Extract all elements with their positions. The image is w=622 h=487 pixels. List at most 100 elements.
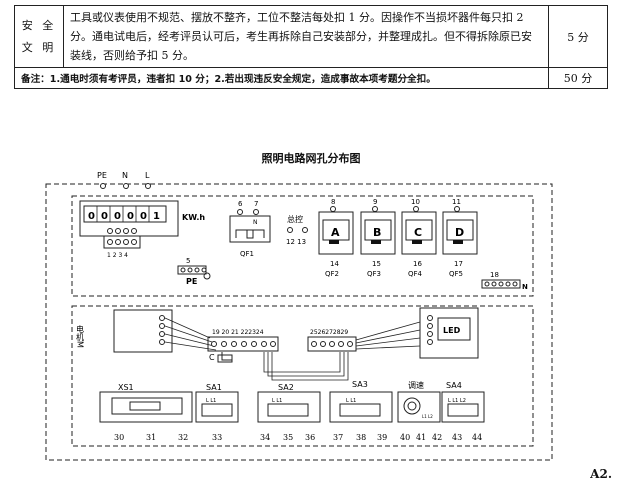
total-score-cell: 50 分 xyxy=(548,67,608,89)
main-switch-terminals: 12 13 xyxy=(286,238,306,246)
motor: 电机M xyxy=(76,309,217,353)
description-cell: 工具或仪表使用不规范、摆放不整齐，工位不整洁每处扣 1 分。因操作不当损坏器件每… xyxy=(63,5,549,68)
breaker-label: QF4 xyxy=(408,270,423,278)
device-terminal: 41 xyxy=(416,433,426,442)
device-label: XS1 xyxy=(118,383,134,392)
device-label: SA3 xyxy=(352,380,368,389)
device-xs1: XS1 30 31 32 xyxy=(99,383,193,442)
capacitor-label: C xyxy=(209,353,215,362)
main-switch: 总控 12 13 xyxy=(286,214,308,246)
device-terminal: 32 xyxy=(178,433,188,442)
device-sa1: SA1 L L1 33 xyxy=(195,383,239,442)
device-speed-control: 调速 L1 L2 40 41 42 xyxy=(397,381,442,442)
device-sa3: SA3 L L1 37 38 39 xyxy=(329,380,393,442)
breaker-top-terminal: 9 xyxy=(373,198,377,206)
n-bar: 18 N xyxy=(481,271,528,291)
device-terminal: 40 xyxy=(400,433,410,442)
breaker-bottom-terminal: 17 xyxy=(454,260,463,268)
wire-bundle xyxy=(263,352,349,381)
breaker-letter: C xyxy=(414,226,422,239)
table-row: 备注：1.通电时须有考评员，违者扣 10 分；2.若出现违反安全规定，造成事故本… xyxy=(14,67,608,89)
device-label: SA2 xyxy=(278,383,294,392)
breaker-label: QF2 xyxy=(325,270,339,278)
led-label: LED xyxy=(443,326,461,335)
meter-digit: 0 xyxy=(101,211,108,222)
device-terminal: 43 xyxy=(452,433,462,442)
device-sa4: SA4 L L1 L2 43 44 xyxy=(441,381,485,442)
device-marks: L L1 xyxy=(206,398,216,404)
qf1-terminal: 7 xyxy=(254,200,258,208)
meter-digit: 0 xyxy=(114,211,121,222)
breaker-bottom-terminal: 15 xyxy=(372,260,381,268)
pe-bar: 5 PE xyxy=(177,257,211,286)
energy-meter: 0 0 0 0 0 1 KW.h 1 2 3 4 xyxy=(79,200,205,259)
device-marks: L1 L2 xyxy=(422,414,433,419)
device-marks: L L1 xyxy=(272,398,282,404)
diagram-title: 照明电路网孔分布图 xyxy=(261,152,361,165)
meter-digit: 0 xyxy=(140,211,147,222)
breaker-top-terminal: 8 xyxy=(331,198,335,206)
led-lamp: LED xyxy=(419,307,479,359)
device-sa2: SA2 L L1 34 35 36 xyxy=(257,383,321,442)
device-terminal: 38 xyxy=(356,433,366,442)
breaker-qf4: 10 C 16 QF4 xyxy=(401,198,437,278)
device-terminal: 34 xyxy=(260,433,270,442)
meter-digit: 0 xyxy=(88,211,95,222)
device-terminal: 36 xyxy=(305,433,315,442)
lower-panel xyxy=(71,305,534,447)
breaker-label: QF5 xyxy=(449,270,463,278)
page-code: A2. xyxy=(590,467,612,481)
breaker-bottom-terminal: 16 xyxy=(413,260,422,268)
terminal-block-left-numbers: 19 20 21 222324 xyxy=(212,329,264,336)
table-row: 安 全 文 明 工具或仪表使用不规范、摆放不整齐，工位不整洁每处扣 1 分。因操… xyxy=(14,5,608,68)
supply-label-l: L xyxy=(145,171,150,180)
outer-frame xyxy=(45,183,553,461)
breaker-letter: A xyxy=(331,226,340,239)
terminal-block-right-numbers: 2526272829 xyxy=(310,329,348,336)
breaker-top-terminal: 10 xyxy=(411,198,420,206)
meter-unit: KW.h xyxy=(182,213,205,222)
device-terminal: 44 xyxy=(472,433,482,442)
terminal-block-left: 19 20 21 222324 C xyxy=(207,329,279,363)
breaker-qf3: 9 B 15 QF3 xyxy=(360,198,396,278)
device-terminal: 33 xyxy=(212,433,222,442)
qf1-label: QF1 xyxy=(240,250,254,258)
qf1-terminal: 6 xyxy=(238,200,243,208)
scoring-table: 安 全 文 明 工具或仪表使用不规范、摆放不整齐，工位不整洁每处扣 1 分。因操… xyxy=(14,5,608,89)
score-cell: 5 分 xyxy=(548,5,608,68)
device-terminal: 37 xyxy=(333,433,343,442)
breaker-letter: B xyxy=(373,226,381,239)
n-bar-terminal: 18 xyxy=(490,271,499,279)
device-terminal: 42 xyxy=(432,433,442,442)
device-marks: L L1 xyxy=(346,398,356,404)
pe-terminal-number: 5 xyxy=(186,257,190,265)
qf1-n-mark: N xyxy=(253,219,258,226)
device-terminal: 31 xyxy=(146,433,156,442)
meter-terminals: 1 2 3 4 xyxy=(107,252,128,259)
terminal-block-right: 2526272829 xyxy=(307,321,421,352)
n-bar-label: N xyxy=(522,283,528,291)
breaker-top-terminal: 11 xyxy=(452,198,461,206)
device-terminal: 39 xyxy=(377,433,387,442)
breaker-label: QF3 xyxy=(367,270,381,278)
supply-input: PE N L xyxy=(97,171,151,189)
device-terminal: 30 xyxy=(114,433,124,442)
breaker-qf1: 6 7 N QF1 xyxy=(229,200,271,258)
breaker-qf5: 11 D 17 QF5 xyxy=(442,198,478,278)
device-terminal: 35 xyxy=(283,433,293,442)
upper-panel xyxy=(71,195,534,297)
device-label: SA4 xyxy=(446,381,462,390)
device-marks: L L1 L2 xyxy=(448,398,466,404)
meter-digit: 0 xyxy=(127,211,134,222)
meter-digit: 1 xyxy=(153,211,160,222)
breaker-letter: D xyxy=(455,226,464,239)
note-cell: 备注：1.通电时须有考评员，违者扣 10 分；2.若出现违反安全规定，造成事故本… xyxy=(14,67,549,89)
main-switch-label: 总控 xyxy=(287,214,303,224)
device-label: SA1 xyxy=(206,383,222,392)
device-label: 调速 xyxy=(408,381,424,390)
supply-label-pe: PE xyxy=(97,171,107,180)
pe-bar-label: PE xyxy=(186,277,197,286)
breaker-bottom-terminal: 14 xyxy=(330,260,339,268)
breaker-qf2: 8 A 14 QF2 xyxy=(318,198,354,278)
